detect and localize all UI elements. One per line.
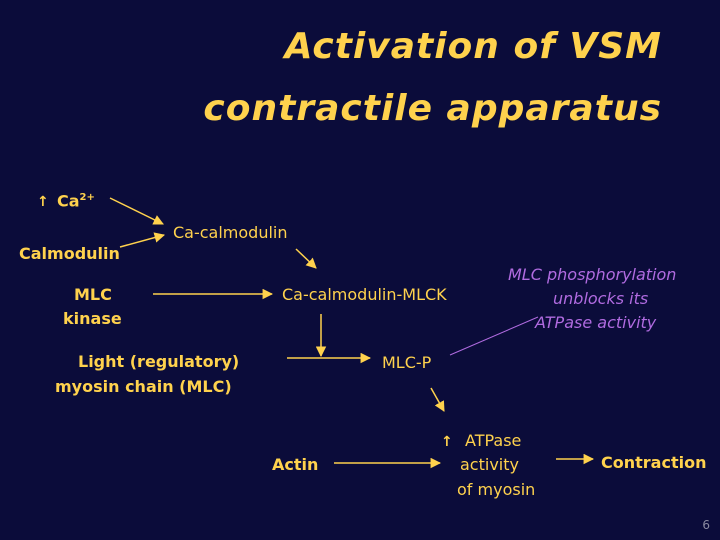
node-mlc-p: MLC-P xyxy=(382,353,432,372)
node-contraction: Contraction xyxy=(601,453,707,472)
note-line-1: MLC phosphorylation xyxy=(508,265,677,284)
note-line-2: unblocks its xyxy=(553,289,649,308)
node-calmodulin: Calmodulin xyxy=(19,244,120,263)
up-arrow-icon: ↑ xyxy=(37,194,49,210)
node-atpase-line2: activity xyxy=(460,455,519,474)
title-line-2: contractile apparatus xyxy=(203,88,662,129)
node-atpase-line3: of myosin xyxy=(457,480,536,499)
node-mlc-kinase-line1: MLC xyxy=(74,285,112,304)
node-light-chain-line1: Light (regulatory) xyxy=(78,352,240,371)
node-ca-calmodulin: Ca-calmodulin xyxy=(173,223,288,242)
page-number: 6 xyxy=(702,518,710,532)
node-actin: Actin xyxy=(272,455,319,474)
up-arrow-icon: ↑ xyxy=(441,434,453,450)
note-pointer-line xyxy=(449,316,539,356)
node-mlc-kinase-line2: kinase xyxy=(63,309,122,328)
node-calcium: Ca2+ xyxy=(57,191,95,211)
node-light-chain-line2: myosin chain (MLC) xyxy=(55,377,232,396)
title-line-1: Activation of VSM xyxy=(284,26,662,67)
node-ca-calmodulin-mlck: Ca-calmodulin-MLCK xyxy=(282,285,447,304)
arrow-ca-to-complex xyxy=(109,197,164,225)
arrow-calmodulin-to-complex xyxy=(119,232,166,248)
node-atpase-line1: ATPase xyxy=(465,431,522,450)
arrow-complex-to-mlck xyxy=(295,248,317,269)
note-line-3: ATPase activity xyxy=(535,313,657,332)
arrow-mlcp-to-atpase xyxy=(430,387,445,412)
